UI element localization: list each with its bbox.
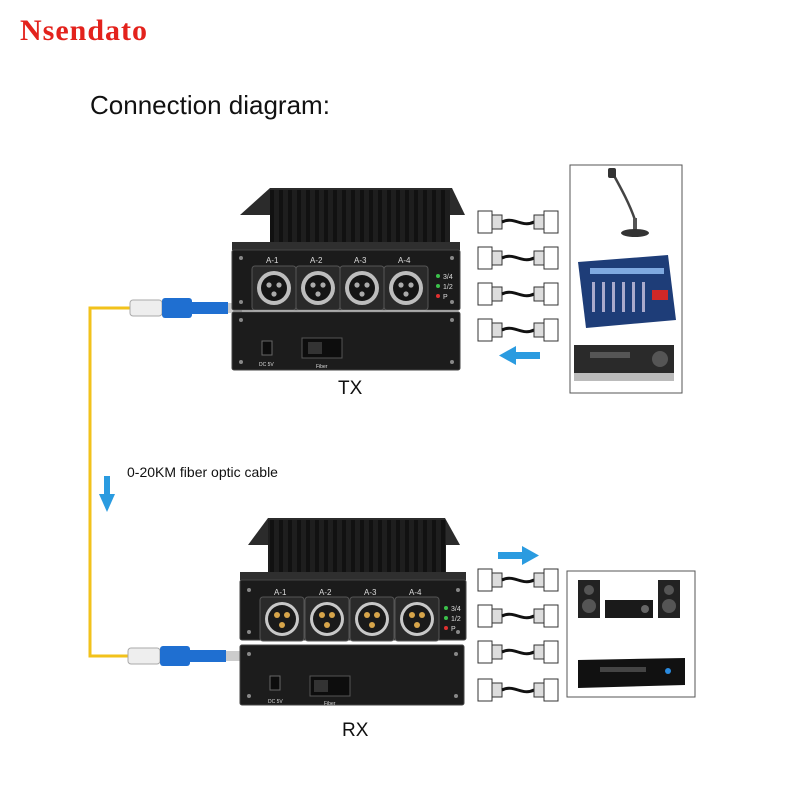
page-title: Connection diagram: <box>90 90 330 120</box>
microphone-icon <box>608 168 649 237</box>
rx-caption: RX <box>342 720 369 741</box>
fiber-connector-rx <box>127 646 240 666</box>
tx-fiber-label: Fiber <box>316 364 328 370</box>
arrow-icon <box>498 546 539 565</box>
output-equipment-panel <box>566 570 696 698</box>
tx-led-label: P <box>443 294 448 301</box>
tx-port-label: A-2 <box>310 256 323 265</box>
rx-port-label: A-2 <box>319 588 332 597</box>
arrow-icon <box>99 476 115 512</box>
dvd-player-icon <box>578 658 685 688</box>
xlr-cable-icon <box>476 567 560 703</box>
rx-port-label: A-4 <box>409 588 422 597</box>
amplifier-icon <box>574 345 674 381</box>
rx-port-label: A-3 <box>364 588 377 597</box>
rx-port-label: A-1 <box>274 588 287 597</box>
arrow-icon <box>499 346 540 365</box>
tx-port-label: A-1 <box>266 256 279 265</box>
rx-led-label: P <box>451 626 456 633</box>
tx-caption: TX <box>338 378 363 399</box>
cable-label: 0-20KM fiber optic cable <box>127 464 278 480</box>
rx-led-label: 3/4 <box>451 606 461 613</box>
tx-led-label: 1/2 <box>443 284 453 291</box>
tx-device: A-1 A-2 A-3 A-4 3/4 1/2 P DC 5V Fiber <box>231 188 465 371</box>
tx-port-label: A-4 <box>398 256 411 265</box>
mixer-icon <box>578 255 676 328</box>
rx-power-label: DC 5V <box>268 699 283 705</box>
tx-power-label: DC 5V <box>259 362 274 368</box>
brand-logo: Nsendato <box>20 14 149 47</box>
fiber-cable <box>88 306 150 658</box>
xlr-cable-icon <box>476 209 560 343</box>
fiber-connector-tx <box>129 298 242 318</box>
rx-fiber-label: Fiber <box>324 701 336 707</box>
rx-device: A-1 A-2 A-3 A-4 3/4 1/2 P DC 5V Fiber <box>239 518 467 707</box>
source-equipment-panel <box>569 164 683 394</box>
tx-port-label: A-3 <box>354 256 367 265</box>
rx-led-label: 1/2 <box>451 616 461 623</box>
speakers-icon <box>578 580 680 618</box>
tx-led-label: 3/4 <box>443 274 453 281</box>
